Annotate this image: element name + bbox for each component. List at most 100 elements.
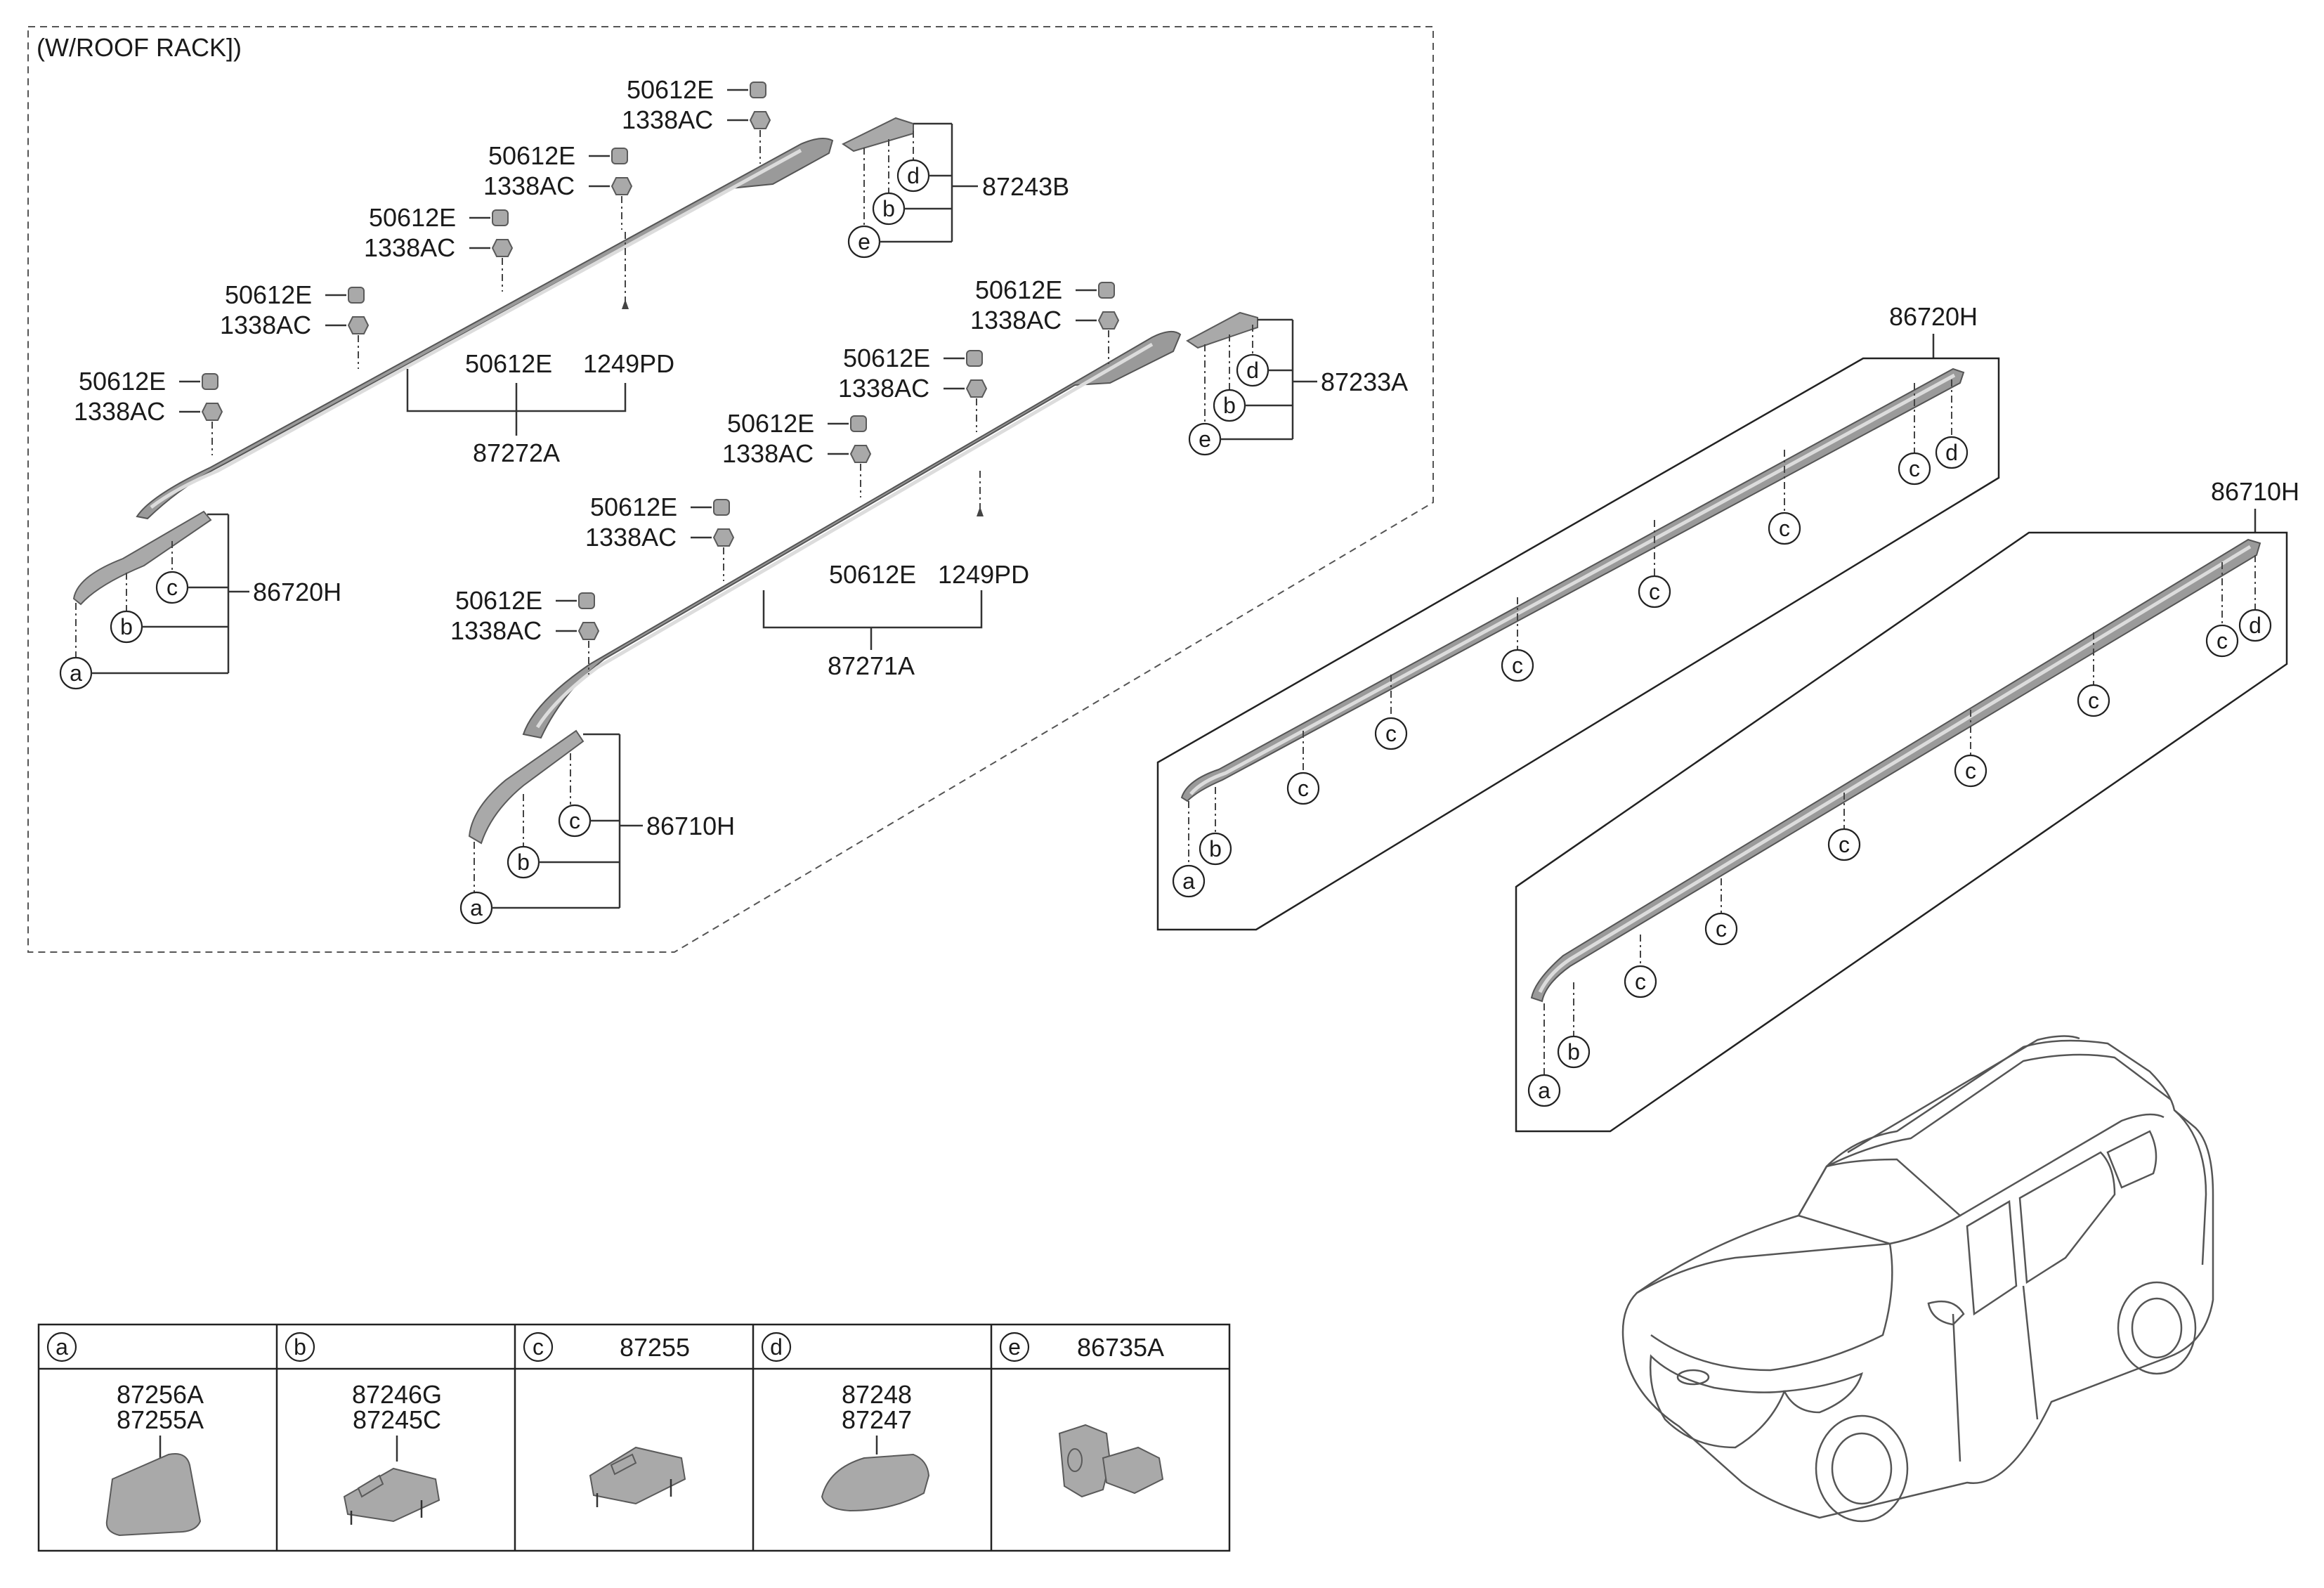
svg-text:c: c — [1716, 916, 1727, 942]
svg-text:87246G: 87246G — [352, 1380, 442, 1409]
svg-text:1338AC: 1338AC — [220, 311, 311, 339]
svg-text:c: c — [1512, 653, 1523, 678]
svg-text:1338AC: 1338AC — [585, 523, 677, 552]
svg-text:e: e — [1008, 1334, 1021, 1360]
svg-text:50612E: 50612E — [829, 560, 916, 589]
svg-text:c: c — [1839, 832, 1850, 857]
vehicle-illustration — [1621, 1035, 2214, 1523]
svg-text:1249PD: 1249PD — [938, 560, 1029, 589]
svg-text:e: e — [1199, 427, 1211, 452]
legend-table: a 87256A 87255A b 87246G 87245C c 87255 — [37, 1323, 1231, 1552]
svg-text:c: c — [1909, 456, 1920, 481]
svg-text:86710H: 86710H — [2211, 477, 2299, 506]
svg-text:c: c — [2217, 628, 2228, 653]
svg-text:a: a — [1538, 1078, 1551, 1103]
svg-text:a: a — [56, 1334, 68, 1360]
fastener-stack-upper-3: 50612E 1338AC — [364, 203, 514, 292]
fastener-stack-lower-5: 50612E 1338AC — [970, 275, 1120, 364]
callout-87272A: 50612E 1249PD 87272A — [406, 232, 674, 467]
svg-text:a: a — [470, 895, 483, 920]
front-piece-86720H-group: c b a 86720H — [59, 510, 341, 690]
svg-text:87243B: 87243B — [982, 172, 1069, 201]
fastener-stack-lower-3: 50612E 1338AC — [722, 409, 872, 497]
svg-text:a: a — [1182, 868, 1195, 894]
svg-text:a: a — [70, 660, 82, 686]
svg-text:1338AC: 1338AC — [838, 374, 929, 403]
moulding-86710H: 86710H a b c c c c c c d — [1515, 477, 2299, 1133]
end-cap-87233A: d b e 87233A — [1186, 311, 1408, 456]
svg-text:b: b — [882, 196, 895, 221]
svg-text:b: b — [1567, 1039, 1580, 1065]
svg-text:50612E: 50612E — [225, 280, 312, 309]
fastener-stack-upper-2: 50612E 1338AC — [220, 280, 370, 369]
legend-cell-b: b 87246G 87245C — [285, 1332, 442, 1525]
svg-text:c: c — [1635, 969, 1646, 994]
svg-text:c: c — [2088, 688, 2099, 713]
svg-text:1338AC: 1338AC — [74, 397, 165, 426]
svg-text:50612E: 50612E — [79, 367, 166, 396]
svg-text:50612E: 50612E — [590, 493, 677, 521]
svg-text:86720H: 86720H — [1889, 302, 1978, 331]
svg-text:d: d — [1246, 358, 1259, 383]
svg-text:1338AC: 1338AC — [722, 439, 814, 468]
svg-text:50612E: 50612E — [975, 275, 1062, 304]
svg-text:87247: 87247 — [842, 1405, 912, 1434]
svg-text:c: c — [569, 808, 580, 833]
fastener-stack-upper-5: 50612E 1338AC — [622, 75, 771, 164]
front-piece-86710H-group: c b a 86710H — [459, 729, 735, 925]
roof-rack-group-label: (W/ROOF RACK]) — [37, 33, 242, 62]
svg-text:50612E: 50612E — [455, 586, 542, 615]
svg-text:c: c — [1385, 721, 1397, 746]
svg-text:d: d — [1945, 440, 1958, 465]
fastener-stack-upper-4: 50612E 1338AC — [483, 141, 633, 230]
svg-text:50612E: 50612E — [627, 75, 714, 104]
svg-text:d: d — [2249, 613, 2261, 638]
fastener-stack-lower-4: 50612E 1338AC — [838, 344, 988, 432]
svg-text:86710H: 86710H — [646, 812, 735, 840]
svg-text:87272A: 87272A — [473, 438, 560, 467]
callout-87271A: 50612E 1249PD 87271A — [762, 471, 1029, 680]
svg-text:50612E: 50612E — [727, 409, 814, 438]
svg-text:b: b — [120, 614, 133, 639]
svg-text:c: c — [1649, 579, 1660, 604]
svg-text:87233A: 87233A — [1321, 367, 1408, 396]
svg-text:50612E: 50612E — [843, 344, 930, 372]
legend-cell-e: e 86735A — [999, 1332, 1164, 1498]
roof-rail-87272A — [136, 137, 834, 520]
fastener-stack-lower-1: 50612E 1338AC — [450, 586, 600, 675]
svg-text:c: c — [533, 1334, 544, 1360]
svg-text:87255: 87255 — [620, 1333, 690, 1362]
svg-text:1338AC: 1338AC — [970, 306, 1062, 334]
svg-text:c: c — [167, 575, 178, 600]
svg-text:c: c — [1779, 516, 1790, 541]
fastener-stack-upper-1: 50612E 1338AC — [74, 367, 223, 455]
svg-text:1338AC: 1338AC — [364, 233, 455, 262]
svg-text:86720H: 86720H — [253, 578, 341, 606]
svg-text:c: c — [1298, 776, 1309, 801]
svg-text:87255A: 87255A — [117, 1405, 204, 1434]
svg-text:50612E: 50612E — [369, 203, 456, 232]
svg-text:b: b — [1223, 393, 1236, 418]
svg-text:50612E: 50612E — [465, 349, 552, 378]
svg-text:e: e — [858, 229, 870, 254]
svg-text:87256A: 87256A — [117, 1380, 204, 1409]
svg-text:87245C: 87245C — [353, 1405, 441, 1434]
svg-text:1249PD: 1249PD — [583, 349, 674, 378]
svg-text:87248: 87248 — [842, 1380, 912, 1409]
legend-cell-d: d 87248 87247 — [761, 1332, 930, 1512]
svg-text:1338AC: 1338AC — [622, 105, 713, 134]
svg-text:87271A: 87271A — [828, 651, 915, 680]
svg-text:86735A: 86735A — [1077, 1333, 1164, 1362]
svg-text:b: b — [294, 1334, 306, 1360]
svg-text:c: c — [1965, 758, 1976, 783]
svg-text:d: d — [907, 163, 920, 188]
svg-text:1338AC: 1338AC — [450, 616, 542, 645]
svg-text:1338AC: 1338AC — [483, 171, 575, 200]
svg-text:d: d — [770, 1334, 783, 1360]
moulding-86720H: 86720H a b c c c c c c d — [1156, 302, 2000, 931]
svg-text:50612E: 50612E — [488, 141, 575, 170]
fastener-stack-lower-2: 50612E 1338AC — [585, 493, 735, 581]
legend-cell-c: c 87255 — [523, 1332, 690, 1507]
end-cap-87243B: d b e 87243B — [842, 117, 1069, 259]
